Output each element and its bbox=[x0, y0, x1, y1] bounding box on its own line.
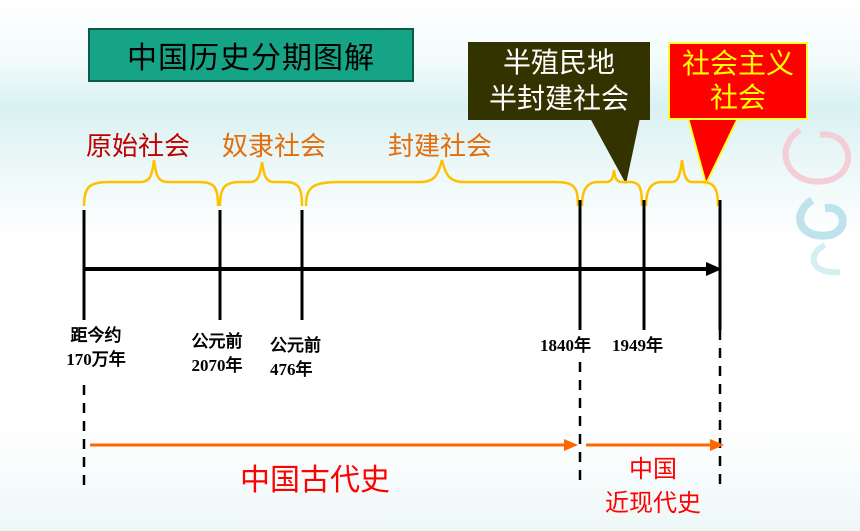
era-braces bbox=[82, 159, 720, 207]
brace-slavery bbox=[218, 161, 304, 207]
period-modern-line1: 中国 bbox=[629, 455, 677, 483]
period-ancient-label: 中国古代史 bbox=[240, 463, 390, 498]
timeline-arrowhead bbox=[706, 262, 722, 276]
callout-socialist-line1: 社会主义 bbox=[681, 47, 794, 80]
brace-semi-colonial bbox=[580, 169, 644, 207]
brace-feudal bbox=[304, 159, 580, 207]
era-primitive-label: 原始社会 bbox=[86, 132, 191, 162]
date-label-1: 距今约 170万年 bbox=[54, 324, 138, 372]
date-label-1-line1: 距今约 bbox=[70, 326, 122, 345]
period-modern-line2: 近现代史 bbox=[605, 489, 701, 517]
date-label-3-line2: 476年 bbox=[270, 360, 313, 379]
date-label-2-line2: 2070年 bbox=[191, 356, 243, 375]
brace-primitive bbox=[82, 159, 220, 207]
callout-semi-colonial: 半殖民地 半封建社会 bbox=[468, 42, 650, 120]
arrow-modern-head bbox=[710, 439, 724, 451]
date-label-1-line2: 170万年 bbox=[66, 350, 126, 369]
date-label-2: 公元前 2070年 bbox=[180, 330, 254, 378]
callout-socialist-line2: 社会 bbox=[709, 81, 766, 114]
date-label-2-line1: 公元前 bbox=[191, 332, 243, 351]
brace-socialist bbox=[644, 159, 720, 207]
callout-semi-colonial-line1: 半殖民地 bbox=[502, 46, 615, 79]
callout-dark-pointer bbox=[590, 118, 640, 184]
callout-semi-colonial-line2: 半封建社会 bbox=[488, 82, 629, 115]
period-modern-label: 中国 近现代史 bbox=[588, 452, 718, 520]
dashed-guides bbox=[82, 330, 722, 488]
era-slavery-label: 奴隶社会 bbox=[222, 132, 327, 162]
date-label-3-line1: 公元前 bbox=[270, 336, 321, 355]
date-label-3: 公元前 476年 bbox=[270, 334, 340, 382]
page-title: 中国历史分期图解 bbox=[88, 28, 414, 82]
date-label-5: 1949年 bbox=[612, 336, 663, 355]
callout-socialist: 社会主义 社会 bbox=[668, 42, 808, 120]
date-label-4: 1840年 bbox=[540, 336, 591, 355]
era-feudal-label: 封建社会 bbox=[388, 132, 493, 162]
timeline-ticks bbox=[82, 200, 722, 330]
arrow-ancient-head bbox=[564, 439, 578, 451]
